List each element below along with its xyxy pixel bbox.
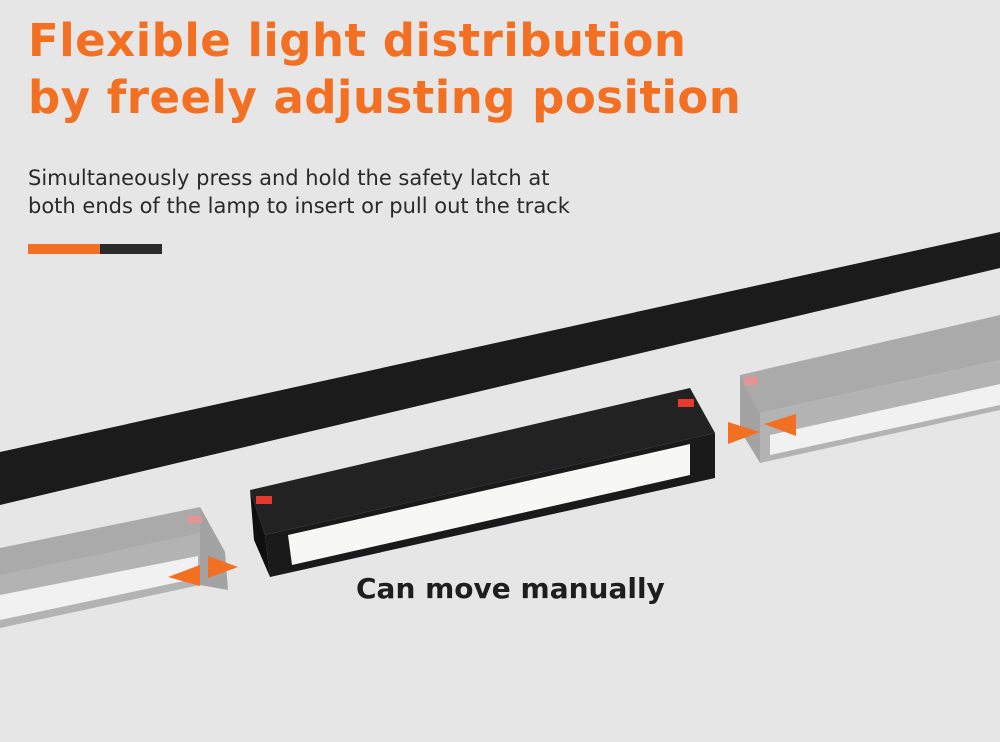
lamp-end-cap: [250, 490, 270, 577]
headline-line1: Flexible light distribution: [28, 14, 687, 67]
lamp-top: [250, 388, 715, 535]
accent-divider: [28, 244, 162, 254]
headline-line2: by freely adjusting position: [28, 71, 742, 124]
headline: Flexible light distribution by freely ad…: [28, 12, 741, 126]
arrow-right-icon: [208, 556, 238, 578]
accent-divider-orange: [28, 244, 100, 254]
arrow-right-icon: [728, 422, 760, 444]
safety-latch-left: [256, 496, 272, 504]
safety-latch-right: [678, 399, 694, 407]
accent-divider-dark: [100, 244, 162, 254]
lamp-diffuser: [288, 444, 690, 565]
caption: Can move manually: [356, 572, 665, 605]
description-line1: Simultaneously press and hold the safety…: [28, 166, 550, 190]
right-lamp-ghost: [740, 315, 1000, 463]
arrow-left-icon: [168, 565, 200, 586]
center-lamp: [250, 388, 715, 577]
description: Simultaneously press and hold the safety…: [28, 164, 570, 220]
magnetic-track: [0, 232, 1000, 505]
description-line2: both ends of the lamp to insert or pull …: [28, 194, 570, 218]
arrow-left-icon: [764, 414, 796, 436]
